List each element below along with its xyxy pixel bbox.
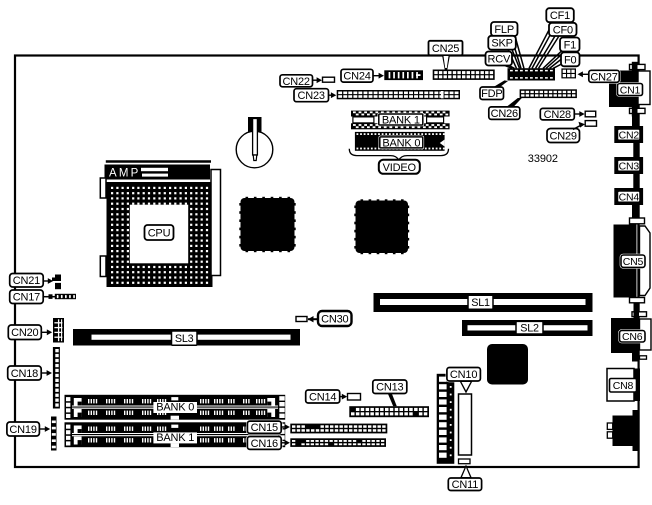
svg-text:FDP: FDP xyxy=(481,88,502,100)
svg-text:CN11: CN11 xyxy=(452,479,479,491)
svg-text:CN10: CN10 xyxy=(450,369,477,381)
svg-text:F1: F1 xyxy=(564,40,577,52)
svg-text:CN4: CN4 xyxy=(619,191,640,203)
svg-text:CN26: CN26 xyxy=(491,108,518,120)
svg-text:CPU: CPU xyxy=(148,228,171,240)
svg-text:FLP: FLP xyxy=(494,24,514,36)
svg-text:SKP: SKP xyxy=(491,38,512,50)
svg-text:CN18: CN18 xyxy=(11,368,38,380)
svg-text:BANK 0: BANK 0 xyxy=(382,137,420,149)
svg-text:CN21: CN21 xyxy=(13,275,40,287)
svg-text:CN3: CN3 xyxy=(619,160,640,172)
svg-text:CN19: CN19 xyxy=(9,424,36,436)
svg-text:CN13: CN13 xyxy=(376,382,403,394)
svg-text:CN17: CN17 xyxy=(13,292,40,304)
svg-text:SL2: SL2 xyxy=(520,323,539,335)
svg-text:CN22: CN22 xyxy=(283,76,310,88)
svg-text:CN1: CN1 xyxy=(620,84,641,96)
svg-text:CF1: CF1 xyxy=(550,10,570,22)
svg-text:F0: F0 xyxy=(564,54,577,66)
svg-text:CN8: CN8 xyxy=(613,380,634,392)
svg-text:CN30: CN30 xyxy=(321,314,348,326)
svg-text:CN16: CN16 xyxy=(251,438,278,450)
svg-text:CN27: CN27 xyxy=(590,71,617,83)
svg-text:VIDEO: VIDEO xyxy=(383,162,417,174)
svg-text:CN29: CN29 xyxy=(550,131,577,143)
svg-text:CN25: CN25 xyxy=(432,43,459,55)
svg-text:CN14: CN14 xyxy=(309,392,336,404)
svg-text:CN20: CN20 xyxy=(11,327,38,339)
svg-text:CN24: CN24 xyxy=(343,71,370,83)
svg-text:BANK 1: BANK 1 xyxy=(156,432,194,444)
svg-text:SL3: SL3 xyxy=(175,333,194,345)
svg-text:CF0: CF0 xyxy=(553,24,573,36)
svg-text:RCV: RCV xyxy=(487,54,510,66)
svg-text:CN15: CN15 xyxy=(251,422,278,434)
svg-text:CN28: CN28 xyxy=(544,109,571,121)
svg-text:CN6: CN6 xyxy=(622,331,643,343)
svg-text:BANK 1: BANK 1 xyxy=(382,115,420,127)
svg-text:AMP: AMP xyxy=(109,168,141,180)
svg-text:33902: 33902 xyxy=(528,153,558,165)
svg-text:CN23: CN23 xyxy=(298,90,325,102)
svg-text:SL1: SL1 xyxy=(471,297,490,309)
svg-text:CN2: CN2 xyxy=(619,129,640,141)
svg-text:CN5: CN5 xyxy=(623,256,644,268)
svg-text:BANK 0: BANK 0 xyxy=(156,402,194,414)
